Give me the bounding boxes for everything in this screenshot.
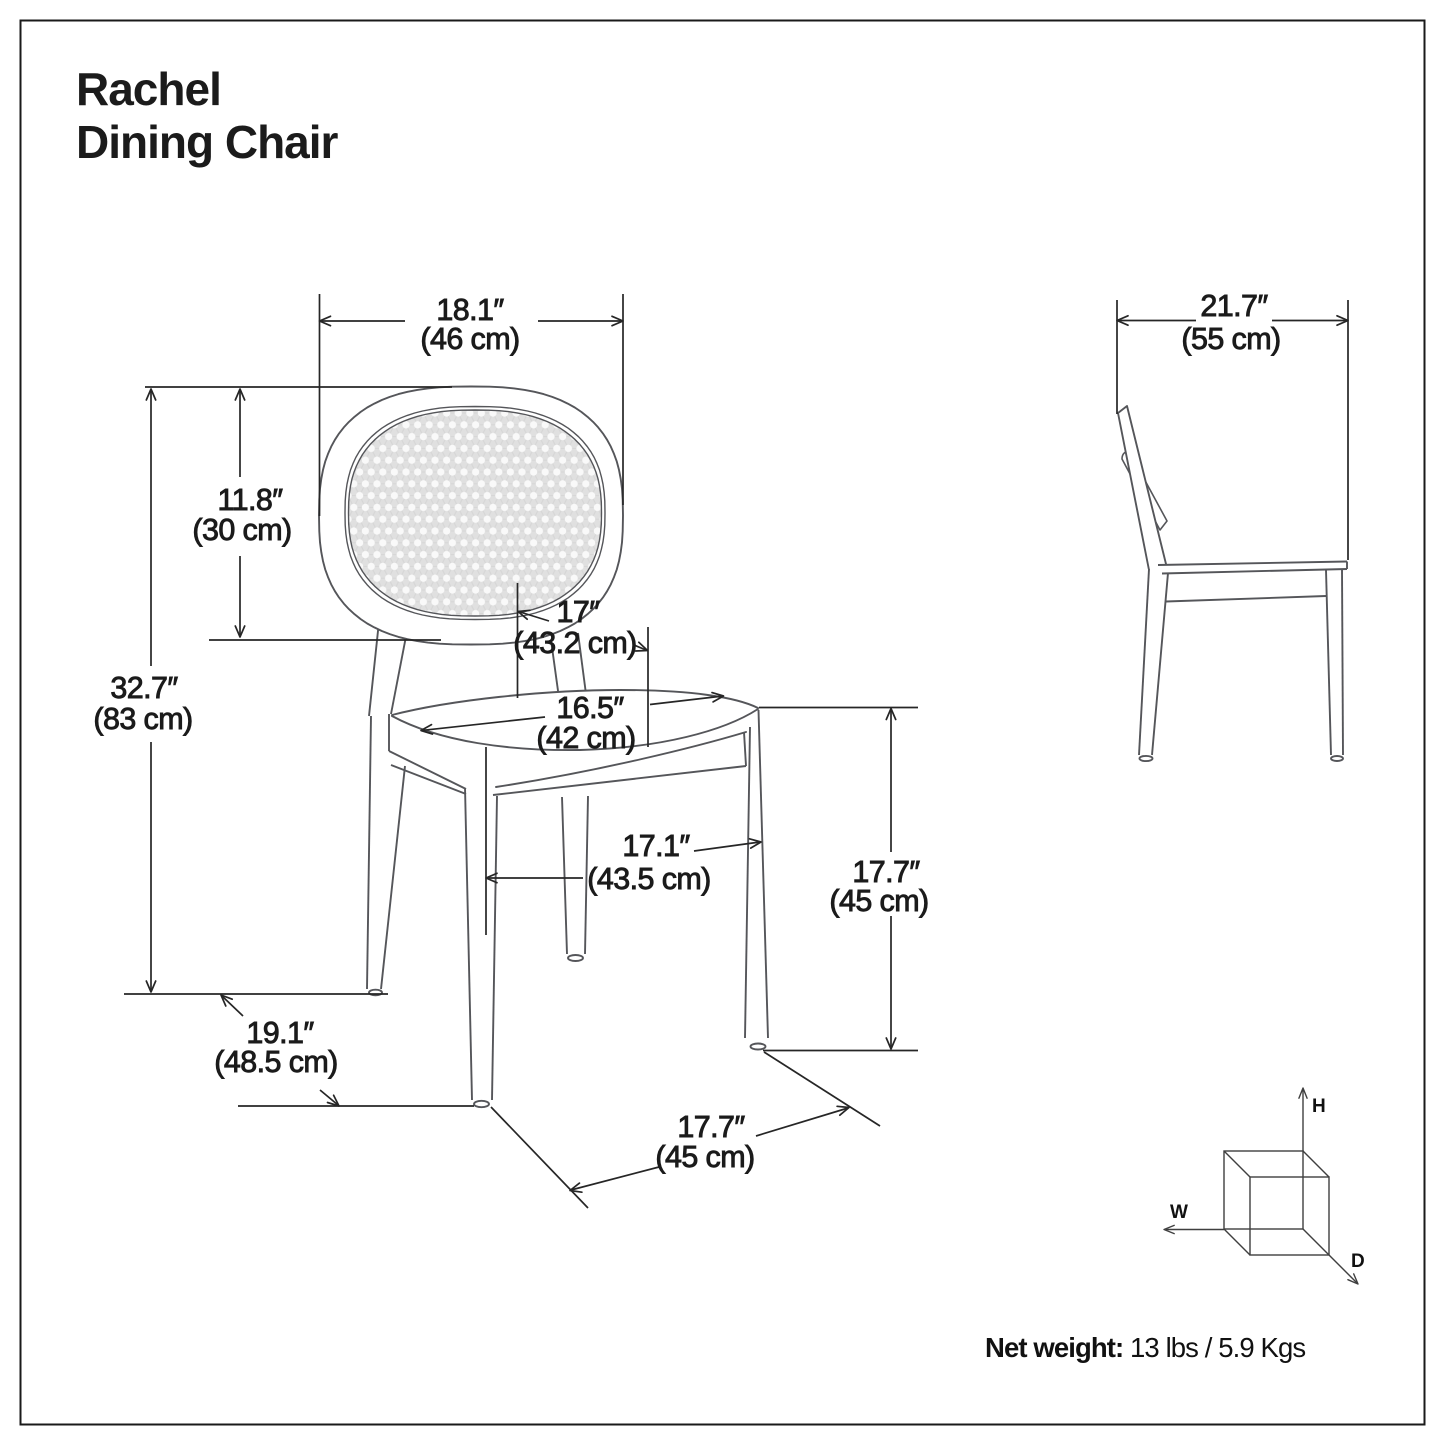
svg-text:(43.2 cm): (43.2 cm) (513, 626, 636, 660)
svg-text:Net weight: 13 lbs / 5.9 Kgs: Net weight: 13 lbs / 5.9 Kgs (985, 1332, 1305, 1363)
svg-text:Rachel: Rachel (76, 63, 221, 115)
svg-text:(30 cm): (30 cm) (192, 513, 291, 547)
svg-text:17.7″: 17.7″ (852, 855, 920, 889)
svg-text:(42 cm): (42 cm) (536, 721, 635, 755)
svg-text:16.5″: 16.5″ (556, 691, 624, 725)
svg-text:(46 cm): (46 cm) (420, 322, 519, 356)
svg-text:17.7″: 17.7″ (677, 1110, 745, 1144)
svg-text:W: W (1170, 1202, 1188, 1223)
svg-text:H: H (1312, 1096, 1325, 1117)
svg-text:(45 cm): (45 cm) (655, 1140, 754, 1174)
svg-text:17″: 17″ (557, 595, 601, 629)
svg-text:Dining Chair: Dining Chair (76, 116, 339, 168)
svg-text:11.8″: 11.8″ (218, 483, 284, 517)
svg-text:19.1″: 19.1″ (246, 1016, 314, 1050)
svg-text:18.1″: 18.1″ (436, 293, 504, 327)
svg-text:(83 cm): (83 cm) (93, 702, 192, 736)
svg-text:D: D (1351, 1251, 1364, 1272)
svg-text:(48.5 cm): (48.5 cm) (214, 1045, 337, 1079)
svg-text:(55 cm): (55 cm) (1181, 322, 1280, 356)
svg-text:(43.5 cm): (43.5 cm) (587, 862, 710, 896)
svg-text:32.7″: 32.7″ (110, 671, 178, 705)
svg-text:(45 cm): (45 cm) (829, 884, 928, 918)
svg-text:17.1″: 17.1″ (622, 829, 690, 863)
svg-text:21.7″: 21.7″ (1200, 289, 1268, 323)
